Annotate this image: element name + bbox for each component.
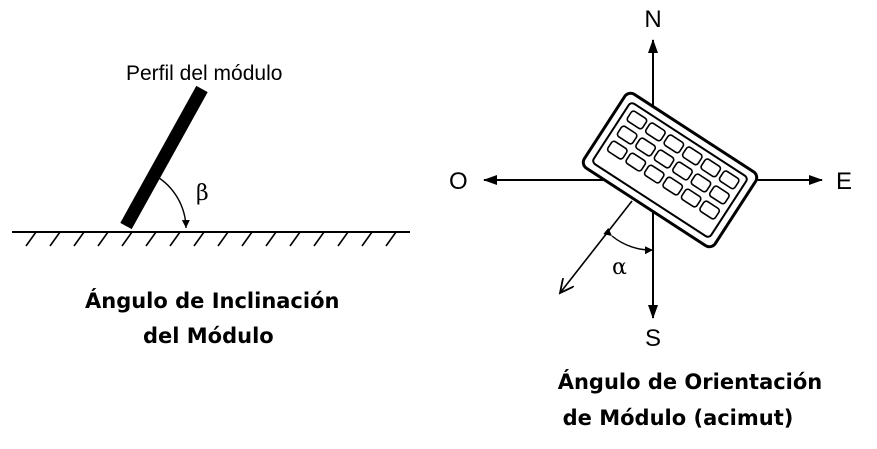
tilt-caption-line1: Ángulo de Inclinación [85, 288, 339, 313]
tilt-diagram: β Perfil del módulo Ángulo de Inclinació… [12, 62, 410, 348]
ground-hatching [25, 231, 397, 247]
solar-module [581, 91, 759, 249]
azimuth-caption-line1: Ángulo de Orientación [558, 369, 823, 394]
azimuth-angle-arc [603, 227, 654, 255]
compass-south-label: S [645, 325, 661, 352]
tilt-angle-arc [147, 168, 190, 229]
solar-cells [606, 110, 740, 220]
module-profile [120, 85, 208, 230]
azimuth-angle-symbol: α [612, 255, 627, 280]
tilt-angle-symbol: β [196, 181, 209, 206]
module-profile-label: Perfil del módulo [126, 62, 282, 85]
tilt-caption-line2: del Módulo [143, 324, 274, 348]
module-facing-arrow [560, 200, 633, 293]
compass-east-label: E [836, 168, 852, 195]
azimuth-diagram: α [449, 6, 852, 430]
compass-north-label: N [644, 6, 661, 33]
azimuth-caption-line2: de Módulo (acimut) [563, 406, 794, 430]
compass-west-label: O [449, 168, 468, 195]
